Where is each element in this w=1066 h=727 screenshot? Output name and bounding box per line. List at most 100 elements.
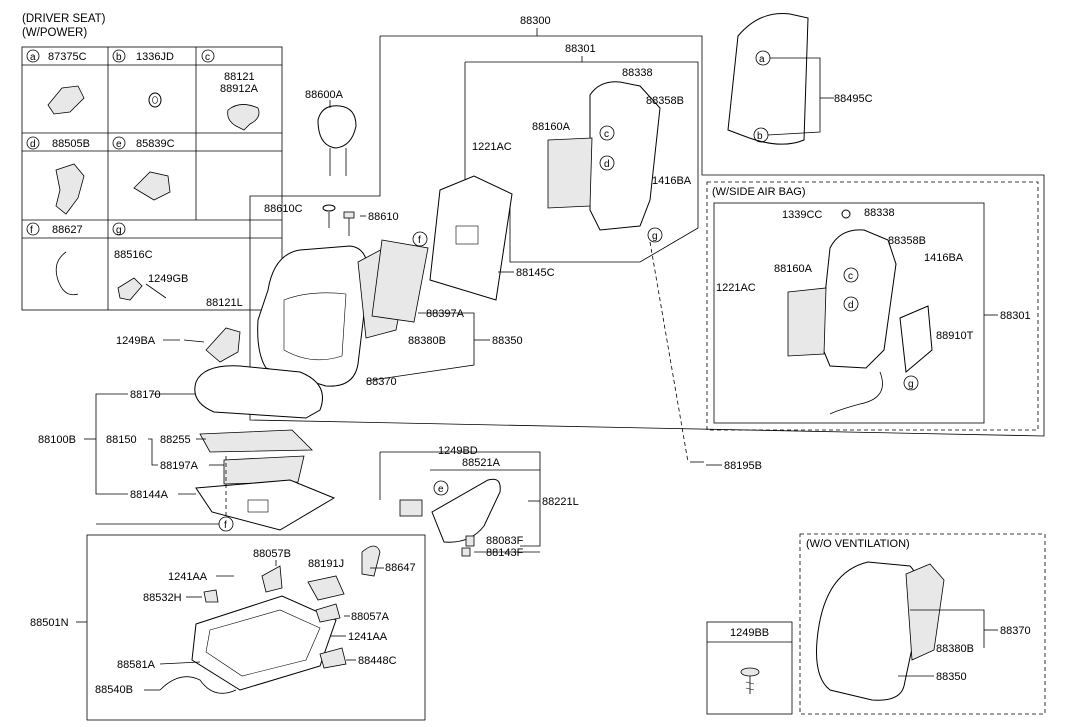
legend-code-b: 1336JD <box>136 51 174 63</box>
callout-d-2: d <box>848 300 854 311</box>
callout-d-1: d <box>604 159 610 170</box>
legend-code-g2: 1249GB <box>148 273 188 285</box>
sab-frame-shape <box>819 229 897 369</box>
label-88301: 88301 <box>565 43 596 55</box>
label-88358B: 88358B <box>646 95 684 107</box>
label-sab-88910T: 88910T <box>936 330 974 342</box>
callout-b-1: b <box>757 131 763 142</box>
label-88100B: 88100B <box>38 434 76 446</box>
label-88532H: 88532H <box>143 592 182 604</box>
legend-letter-g: g <box>116 225 122 236</box>
bracket-88191J-shape <box>307 575 345 601</box>
callout-a-1: a <box>759 54 765 65</box>
headrest-88600A: 88600A <box>305 89 357 176</box>
side-shield-88221L-shape <box>431 478 501 543</box>
legend-letter-f: f <box>30 225 33 236</box>
label-88610C: 88610C <box>264 203 303 215</box>
side-cover-88121L-shape <box>205 327 241 363</box>
label-88197A: 88197A <box>160 460 199 472</box>
legend-letter-a: a <box>30 52 36 63</box>
bracket-part-icon <box>133 171 171 201</box>
callout-c-2: c <box>848 271 853 282</box>
pin-clip-icon <box>227 104 260 131</box>
motor-part-icon <box>55 163 85 215</box>
legend-letter-b: b <box>116 52 122 63</box>
label-88195B: 88195B <box>724 460 762 472</box>
legend-letter-a-icon <box>26 49 40 63</box>
seat-track-box <box>86 534 426 721</box>
label-88521A: 88521A <box>462 457 501 469</box>
callout-e-1: e <box>438 484 444 495</box>
legend-code-d: 88505B <box>52 138 90 150</box>
label-88221L: 88221L <box>542 496 579 508</box>
seatback-cushion-shape <box>257 245 369 387</box>
seat-heater-88197A-shape <box>223 455 305 485</box>
label-1416BA: 1416BA <box>652 175 692 187</box>
label-88160A: 88160A <box>532 121 571 133</box>
label-wov-88380B: 88380B <box>936 643 974 655</box>
label-88255: 88255 <box>160 434 191 446</box>
side-air-bag-title: (W/SIDE AIR BAG) <box>712 186 806 198</box>
label-1241AA: 1241AA <box>168 571 208 583</box>
lumbar-plate-shape <box>547 137 593 209</box>
label-88083F: 88083F <box>486 535 524 547</box>
label-88338: 88338 <box>622 67 653 79</box>
wo-ventilation-section: (W/O VENTILATION) 88370 88380B 88350 <box>799 533 1046 715</box>
label-sab-1339CC: 1339CC <box>782 209 822 221</box>
label-88581A: 88581A <box>117 659 156 671</box>
bracket-88057A-shape <box>315 603 341 623</box>
airbag-88910T-shape <box>899 305 933 373</box>
harness-88540B-shape <box>159 676 237 694</box>
wov-pad-shape <box>905 563 945 661</box>
label-88191J: 88191J <box>308 558 344 570</box>
label-sab-88358B: 88358B <box>888 235 926 247</box>
label-88145C: 88145C <box>516 267 555 279</box>
wo-ventilation-title: (W/O VENTILATION) <box>806 538 910 550</box>
label-88397A: 88397A <box>426 308 465 320</box>
guide-88610-shape <box>343 211 355 219</box>
label-1221AC: 1221AC <box>472 141 512 153</box>
bracket-88057B-shape <box>261 565 283 593</box>
frame-88301-group: 88301 88338 88358B 88160A 1221AC 1416BA … <box>464 43 699 463</box>
back-pad-88397A-shape <box>371 239 429 323</box>
seat-cushion-88170-shape <box>194 365 323 419</box>
legend-table: a 87375C b 1336JD c 88121 88912A d 88505… <box>21 46 283 311</box>
label-88150: 88150 <box>106 434 137 446</box>
legend-letter-c: c <box>205 52 210 63</box>
seat-track-frame-shape <box>191 595 337 691</box>
legend-code-a: 87375C <box>48 51 87 63</box>
callout-f-1: f <box>418 235 421 246</box>
label-88380B: 88380B <box>408 335 446 347</box>
label-sab-1416BA: 1416BA <box>924 252 964 264</box>
label-88610: 88610 <box>368 211 399 223</box>
seatback-frame-shape <box>589 81 661 231</box>
legend-code-c1: 88121 <box>224 71 255 83</box>
label-88057B: 88057B <box>253 548 291 560</box>
label-1241AA-2: 1241AA <box>348 631 388 643</box>
label-1249BD: 1249BD <box>438 445 478 457</box>
wire-part-icon <box>55 251 79 296</box>
label-sab-88301: 88301 <box>1000 310 1031 322</box>
label-wov-88350: 88350 <box>936 671 967 683</box>
legend-code-c2: 88912A <box>220 83 259 95</box>
label-88350: 88350 <box>492 335 523 347</box>
callout-c-1: c <box>604 129 609 140</box>
box-1249BB: 1249BB <box>706 621 793 715</box>
label-sab-88338: 88338 <box>864 207 895 219</box>
clip-part-icon <box>47 85 85 115</box>
label-88600A: 88600A <box>305 89 344 101</box>
label-1249BB: 1249BB <box>730 627 769 639</box>
label-1249BA: 1249BA <box>116 335 156 347</box>
header-line1: (DRIVER SEAT) <box>22 13 106 25</box>
legend-letter-d: d <box>30 139 36 150</box>
label-88370: 88370 <box>366 376 397 388</box>
legend-letter-e: e <box>116 139 122 150</box>
label-sab-1221AC: 1221AC <box>716 282 756 294</box>
seat-pad-88255-shape <box>199 429 313 453</box>
label-wov-88370: 88370 <box>1000 625 1031 637</box>
sab-lumbar-shape <box>787 287 827 357</box>
pad-88145C-shape <box>429 175 513 301</box>
label-88300: 88300 <box>520 15 551 27</box>
connector-part-icon <box>117 277 143 301</box>
